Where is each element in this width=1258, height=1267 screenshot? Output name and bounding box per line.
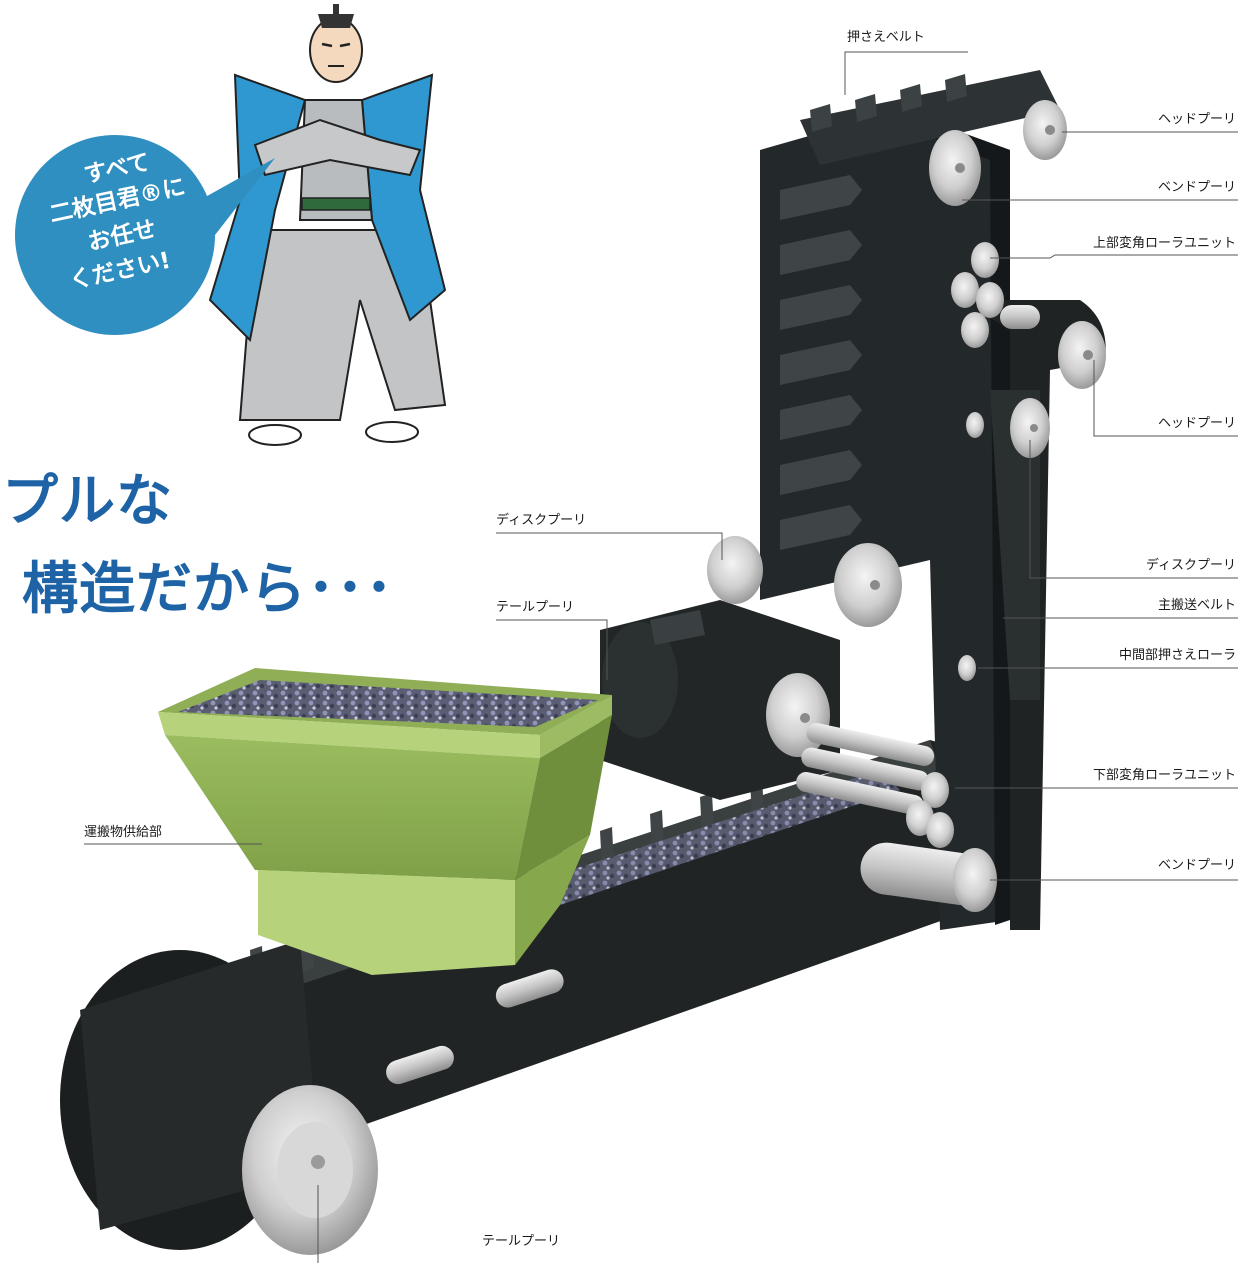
label-main-belt: 主搬送ベルト [1157,598,1236,613]
disc-pulley-left [707,536,763,604]
head-pulley-mid [1058,321,1106,389]
disc-pulley-front [834,543,902,627]
label-bend-pulley-bottom: ベンドプーリ [1157,858,1236,873]
label-feed-section: 運搬物供給部 [84,825,163,840]
label-disc-pulley-left: ディスクプーリ [496,513,587,528]
label-disc-pulley-right: ディスクプーリ [1145,558,1236,573]
label-head-pulley-top: ヘッドプーリ [1157,112,1236,127]
conveyor-body [60,70,1106,1250]
label-tail-pulley-left: テールプーリ [496,600,575,615]
tail-pulley-bottom [242,1085,378,1255]
label-upper-roller-unit: 上部変角ローラユニット [1092,236,1236,251]
press-belt-top [800,70,1060,165]
label-head-pulley-mid: ヘッドプーリ [1157,416,1236,431]
bend-pulley-top [929,130,981,206]
mid-press-roller [958,655,976,681]
label-bend-pulley-top: ベンドプーリ [1157,180,1236,195]
vertical-cleats [780,175,862,550]
label-tail-pulley-bottom: テールプーリ [482,1234,561,1249]
samurai-mascot [208,4,447,446]
label-mid-press-roller: 中間部押さえローラ [1118,648,1236,663]
lower-belt-run [110,740,1000,1190]
disc-pulley-right [1010,398,1050,458]
head-pulley-top [1023,100,1067,160]
callout-lines [84,51,1238,1263]
roller-units [386,242,1040,1085]
headline-line-2: 構造だから･･･ [22,557,394,622]
speech-bubble [15,135,275,335]
headline-line-1: プルな [2,469,173,534]
label-lower-roller-unit: 下部変角ローラユニット [1092,768,1236,783]
label-press-belt: 押さえベルト [847,30,925,45]
tail-pulley-mid [766,673,830,757]
